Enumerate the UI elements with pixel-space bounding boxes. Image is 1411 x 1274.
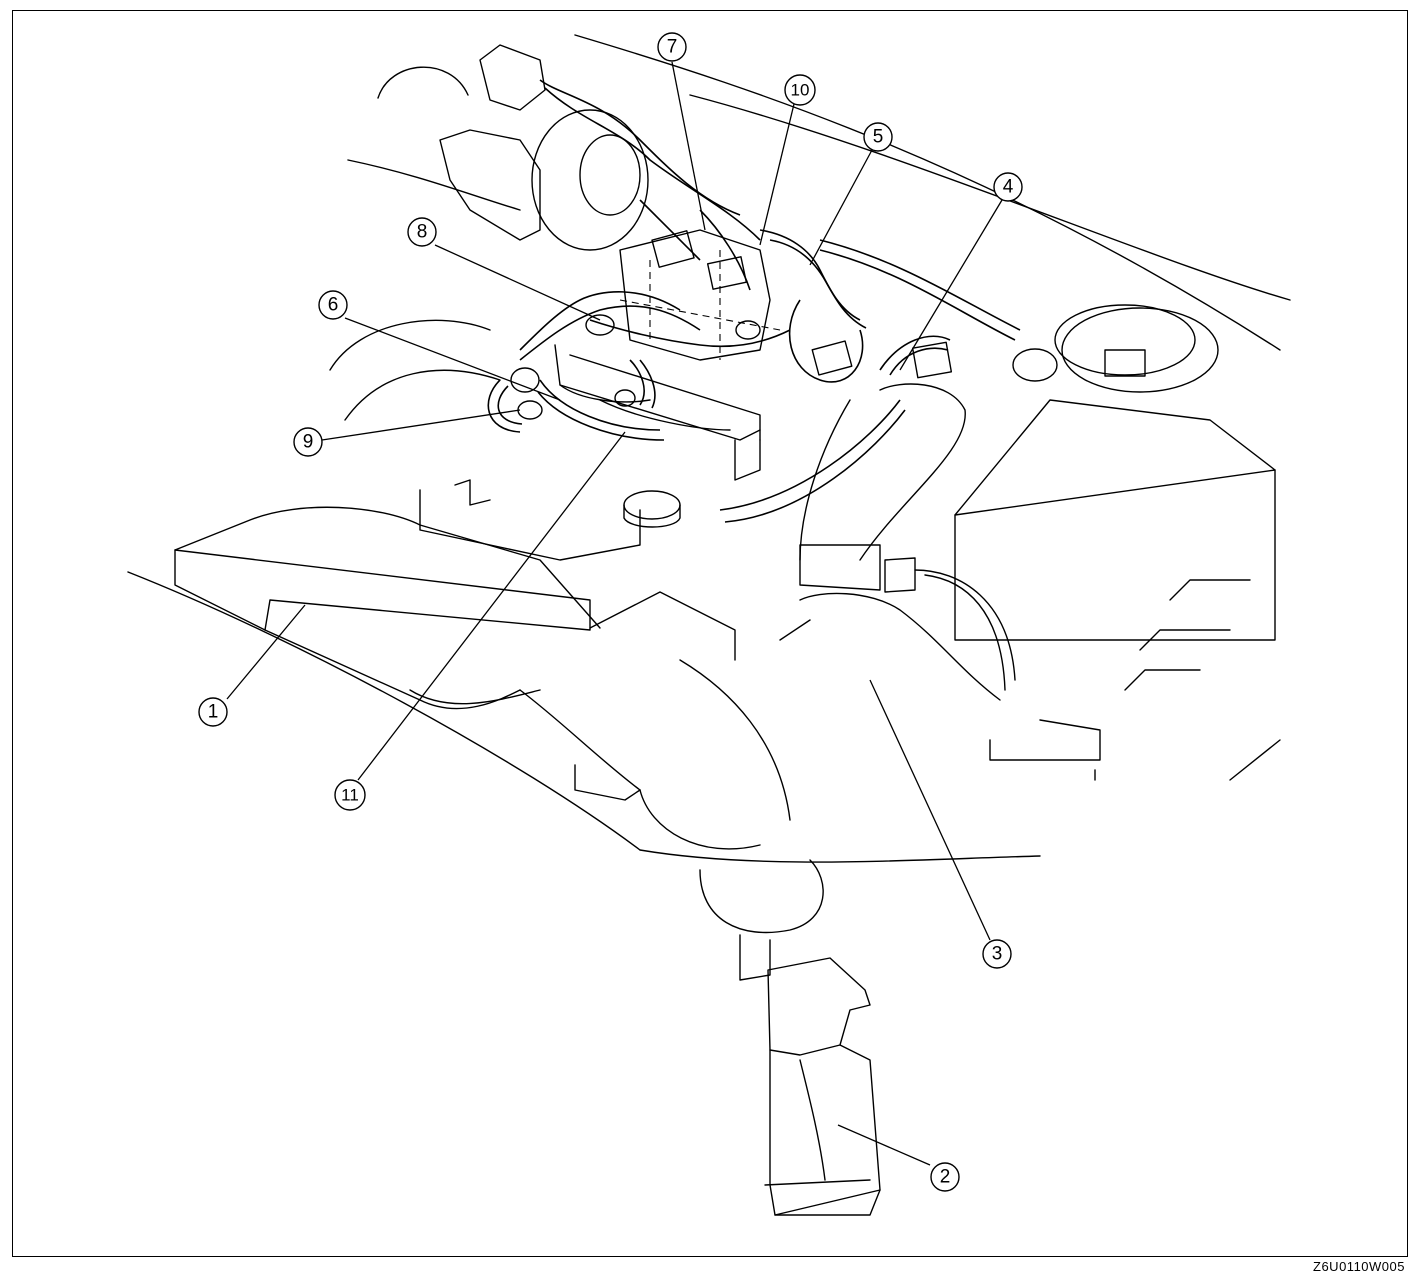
callout-11: 11 — [334, 779, 366, 811]
callout-6-label: 6 — [328, 295, 339, 316]
brake-booster — [439, 44, 649, 251]
engine-top-cover — [419, 479, 681, 561]
battery-block — [954, 304, 1276, 691]
callout-4-label: 4 — [1003, 177, 1014, 198]
callout-2: 2 — [930, 1162, 960, 1192]
vacuum-hoses — [487, 79, 1021, 523]
intake-duct — [519, 659, 824, 981]
callout-2-label: 2 — [940, 1167, 951, 1188]
callout-5-label: 5 — [873, 127, 884, 148]
callout-1: 1 — [198, 697, 228, 727]
air-cleaner-housing — [174, 506, 736, 710]
callout-8: 8 — [407, 217, 437, 247]
callout-3: 3 — [982, 939, 1012, 969]
callout-6: 6 — [318, 290, 348, 320]
callout-9: 9 — [293, 427, 323, 457]
leader-lines — [226, 61, 1003, 1166]
callout-1-label: 1 — [208, 702, 219, 723]
callout-10-label: 10 — [791, 81, 810, 100]
callout-8-label: 8 — [417, 222, 428, 243]
callout-10: 10 — [784, 74, 816, 106]
background-body-lines — [127, 34, 1291, 863]
callout-7: 7 — [657, 32, 687, 62]
lower-engine-outlines — [779, 619, 1281, 781]
callout-9-label: 9 — [303, 432, 314, 453]
callout-4: 4 — [993, 172, 1023, 202]
radiator-hose-area — [799, 383, 1016, 701]
figure-frame — [12, 10, 1408, 1257]
callout-11-label: 11 — [341, 786, 359, 805]
callout-5: 5 — [863, 122, 893, 152]
intake-plenum — [554, 229, 781, 481]
callout-3-label: 3 — [992, 944, 1003, 965]
solenoid-valves — [510, 230, 1146, 420]
callout-7-label: 7 — [667, 37, 678, 58]
resonator-duct — [764, 957, 881, 1216]
figure-code: Z6U0110W005 — [1313, 1259, 1405, 1274]
